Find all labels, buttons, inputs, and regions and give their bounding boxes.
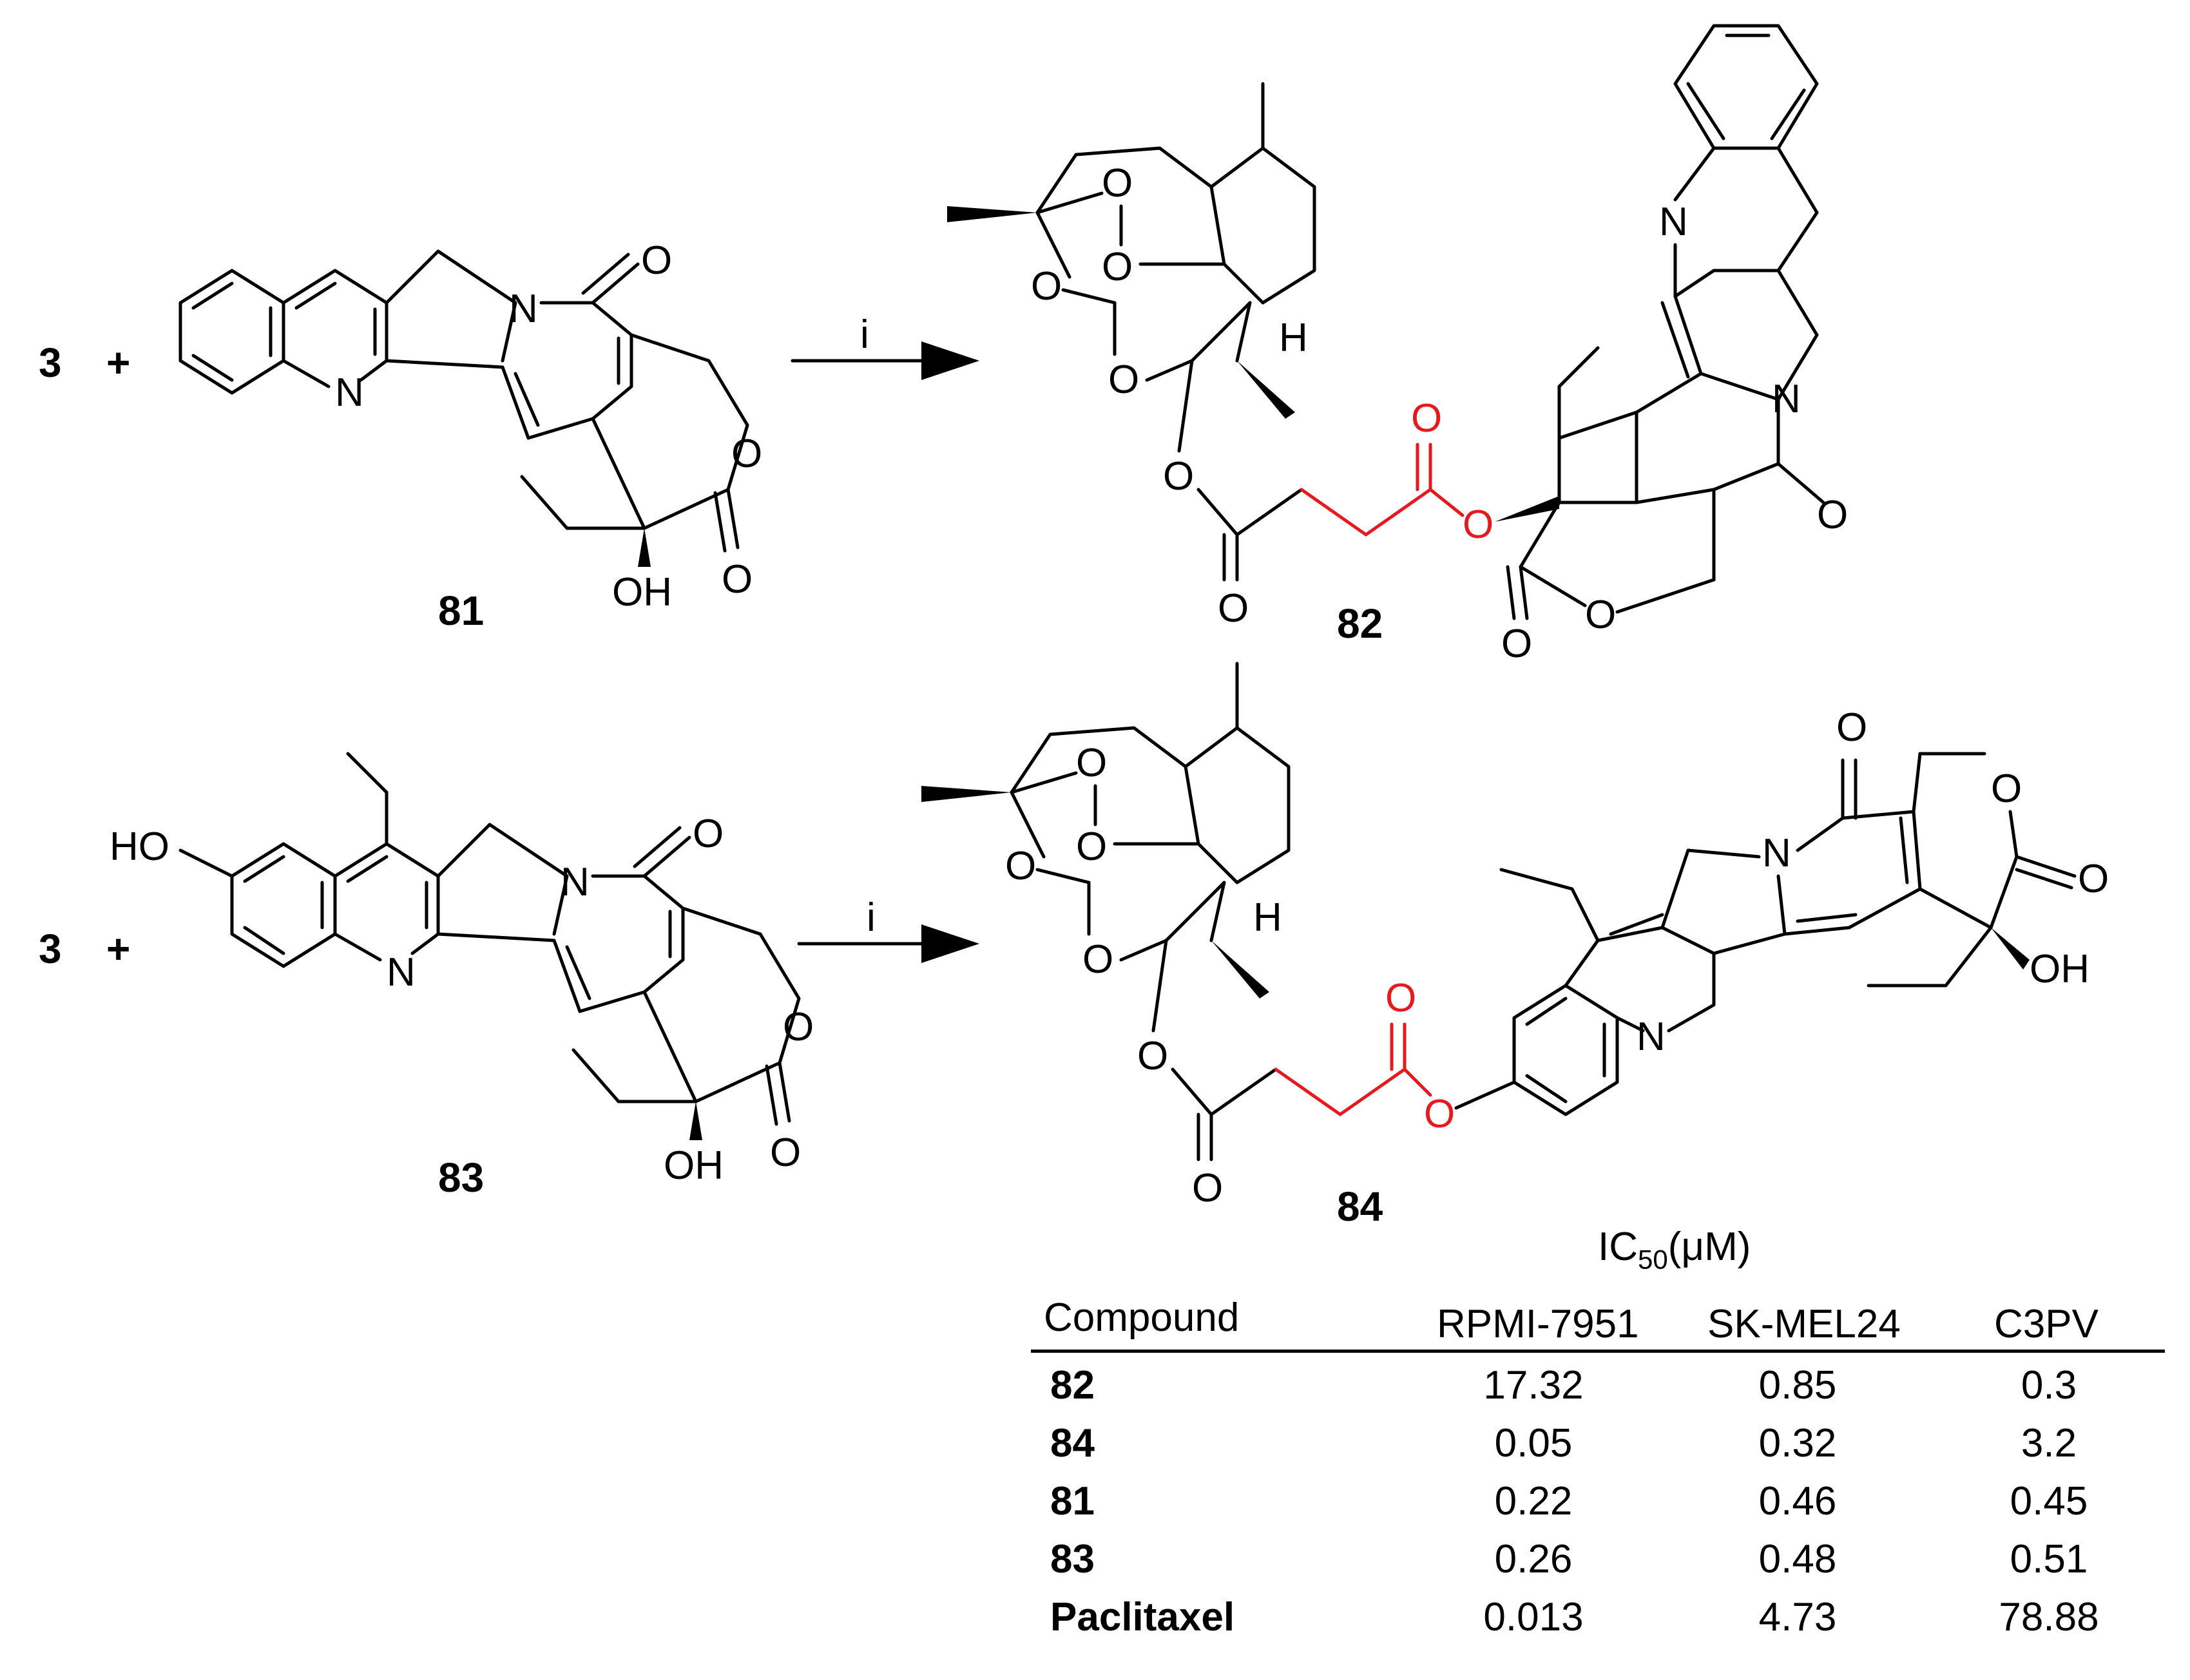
reagent-3-top: 3 — [39, 339, 62, 386]
atom-O-81-carbonyl: O — [722, 557, 753, 602]
plus-sign-top: + — [106, 339, 130, 386]
atom-O-81-ketone: O — [641, 238, 672, 283]
table-title-unit: (μM) — [1667, 1225, 1751, 1269]
atom-O-84-ketone: O — [1836, 705, 1867, 750]
atom-O-82-linker-carbonyl: O — [1411, 396, 1442, 441]
atom-N-81-amide: N — [509, 287, 538, 331]
atom-N-84-pyridine: N — [1637, 1015, 1666, 1059]
table-title: IC50(μM) — [1598, 1224, 1751, 1275]
compound-84-structure: O O O O H O O O O — [921, 662, 2109, 1210]
atom-O-82-carbonyl-2: O — [1501, 622, 1532, 666]
atom-O-84-linker-carbonyl: O — [1385, 976, 1416, 1020]
condition-i-top: i — [860, 312, 869, 357]
atom-O-82-peroxide-1: O — [1102, 161, 1133, 205]
atom-N-81-pyridine: N — [335, 370, 364, 415]
compound-label-81: 81 — [438, 587, 484, 634]
reaction-arrow-2: i — [797, 895, 979, 963]
header-rpmi-7951: RPMI-7951 — [1437, 1302, 1639, 1346]
atom-O-84-peroxide-1: O — [1076, 741, 1107, 785]
cell-skmel: 0.48 — [1758, 1537, 1837, 1581]
atom-N-84-amide: N — [1762, 831, 1791, 875]
cell-compound: 84 — [1050, 1421, 1095, 1465]
plus-sign-bottom: + — [106, 926, 130, 972]
atom-OH-81: OH — [612, 570, 672, 615]
cell-rpmi: 17.32 — [1483, 1363, 1584, 1408]
table-row: 81 0.22 0.46 0.45 — [1031, 1478, 2165, 1536]
header-rule — [1031, 1350, 2165, 1353]
cell-skmel: 4.73 — [1758, 1595, 1837, 1639]
table-row: 84 0.05 0.32 3.2 — [1031, 1420, 2165, 1478]
cell-rpmi: 0.26 — [1494, 1537, 1573, 1581]
cell-rpmi: 0.013 — [1483, 1595, 1584, 1639]
table-row: 82 17.32 0.85 0.3 — [1031, 1362, 2165, 1420]
compound-83-structure: HO N N O O O — [110, 752, 814, 1188]
reaction-arrow-1: i — [791, 312, 979, 380]
cell-rpmi: 0.05 — [1494, 1421, 1573, 1465]
reaction-1: 3 + N N O — [39, 24, 1848, 666]
atom-HO-83: HO — [110, 825, 169, 869]
reaction-2: 3 + HO N N O O — [39, 662, 2109, 1230]
atom-O-82-linker-ester: O — [1463, 502, 1494, 547]
table-title-prefix: IC — [1598, 1225, 1638, 1269]
atom-O-82-ring-2: O — [1108, 358, 1139, 402]
atom-N-82-pyridine: N — [1659, 200, 1688, 244]
atom-O-82-ring-1: O — [1031, 264, 1062, 309]
atom-O-82-carbonyl-1: O — [1218, 586, 1249, 631]
cell-compound: 83 — [1050, 1537, 1095, 1581]
atom-O-84-carbonyl-1: O — [1192, 1166, 1223, 1210]
atom-H-84: H — [1253, 895, 1282, 940]
cell-skmel: 0.32 — [1758, 1421, 1837, 1465]
atom-OH-83: OH — [664, 1143, 724, 1188]
header-c3pv: C3PV — [1994, 1302, 2099, 1346]
atom-O-83-ketone: O — [693, 812, 724, 856]
atom-O-84-linker-ester: O — [1424, 1092, 1455, 1136]
compound-82-structure: O O O O H O O O O — [947, 24, 1848, 666]
cell-c3pv: 3.2 — [2021, 1421, 2077, 1465]
table-row: 83 0.26 0.48 0.51 — [1031, 1536, 2165, 1594]
cell-c3pv: 0.51 — [2010, 1537, 2088, 1581]
header-compound: Compound — [1044, 1295, 1240, 1340]
atom-O-84-ring-2: O — [1082, 937, 1113, 982]
compound-81-structure: N N O O O OH — [178, 238, 762, 615]
atom-O-84-peroxide-2: O — [1076, 825, 1107, 869]
atom-OH-84: OH — [2030, 947, 2089, 991]
cell-rpmi: 0.22 — [1494, 1479, 1573, 1523]
cell-skmel: 0.46 — [1758, 1479, 1837, 1523]
atom-O-83-carbonyl: O — [770, 1131, 801, 1175]
cell-c3pv: 78.88 — [1999, 1595, 2099, 1639]
atom-O-82-peroxide-2: O — [1102, 245, 1133, 289]
cell-c3pv: 0.3 — [2021, 1363, 2077, 1408]
table-title-subscript: 50 — [1638, 1244, 1668, 1275]
atom-O-81-lactone: O — [731, 432, 762, 476]
condition-i-bottom: i — [867, 895, 876, 940]
atom-O-82-lactone: O — [1585, 593, 1616, 637]
cell-compound: 82 — [1050, 1363, 1095, 1408]
compound-label-82: 82 — [1337, 600, 1383, 647]
atom-O-84-ester-1: O — [1137, 1034, 1168, 1078]
atom-O-84-carbonyl-2: O — [2078, 857, 2109, 901]
atom-O-84-ring-1: O — [1005, 844, 1036, 888]
atom-O-83-lactone: O — [783, 1005, 814, 1049]
compound-label-84: 84 — [1337, 1183, 1383, 1230]
atom-O-84-lactone: O — [1991, 767, 2022, 811]
atom-O-82-ketone: O — [1817, 493, 1848, 537]
reagent-3-bottom: 3 — [39, 926, 62, 972]
cell-c3pv: 0.45 — [2010, 1479, 2088, 1523]
atom-H-82: H — [1279, 316, 1308, 360]
cell-skmel: 0.85 — [1758, 1363, 1837, 1408]
cell-compound: 81 — [1050, 1479, 1095, 1523]
table-row: Paclitaxel 0.013 4.73 78.88 — [1031, 1594, 2165, 1652]
compound-label-83: 83 — [438, 1154, 484, 1201]
cell-compound: Paclitaxel — [1050, 1595, 1235, 1639]
header-sk-mel24: SK-MEL24 — [1707, 1302, 1901, 1346]
atom-N-83-pyridine: N — [387, 950, 416, 995]
atom-N-83-amide: N — [561, 860, 590, 904]
ic50-table: IC50(μM) Compound RPMI-7951 SK-MEL24 C3P… — [1031, 1224, 2178, 1668]
atom-O-82-ester-1: O — [1163, 454, 1194, 499]
